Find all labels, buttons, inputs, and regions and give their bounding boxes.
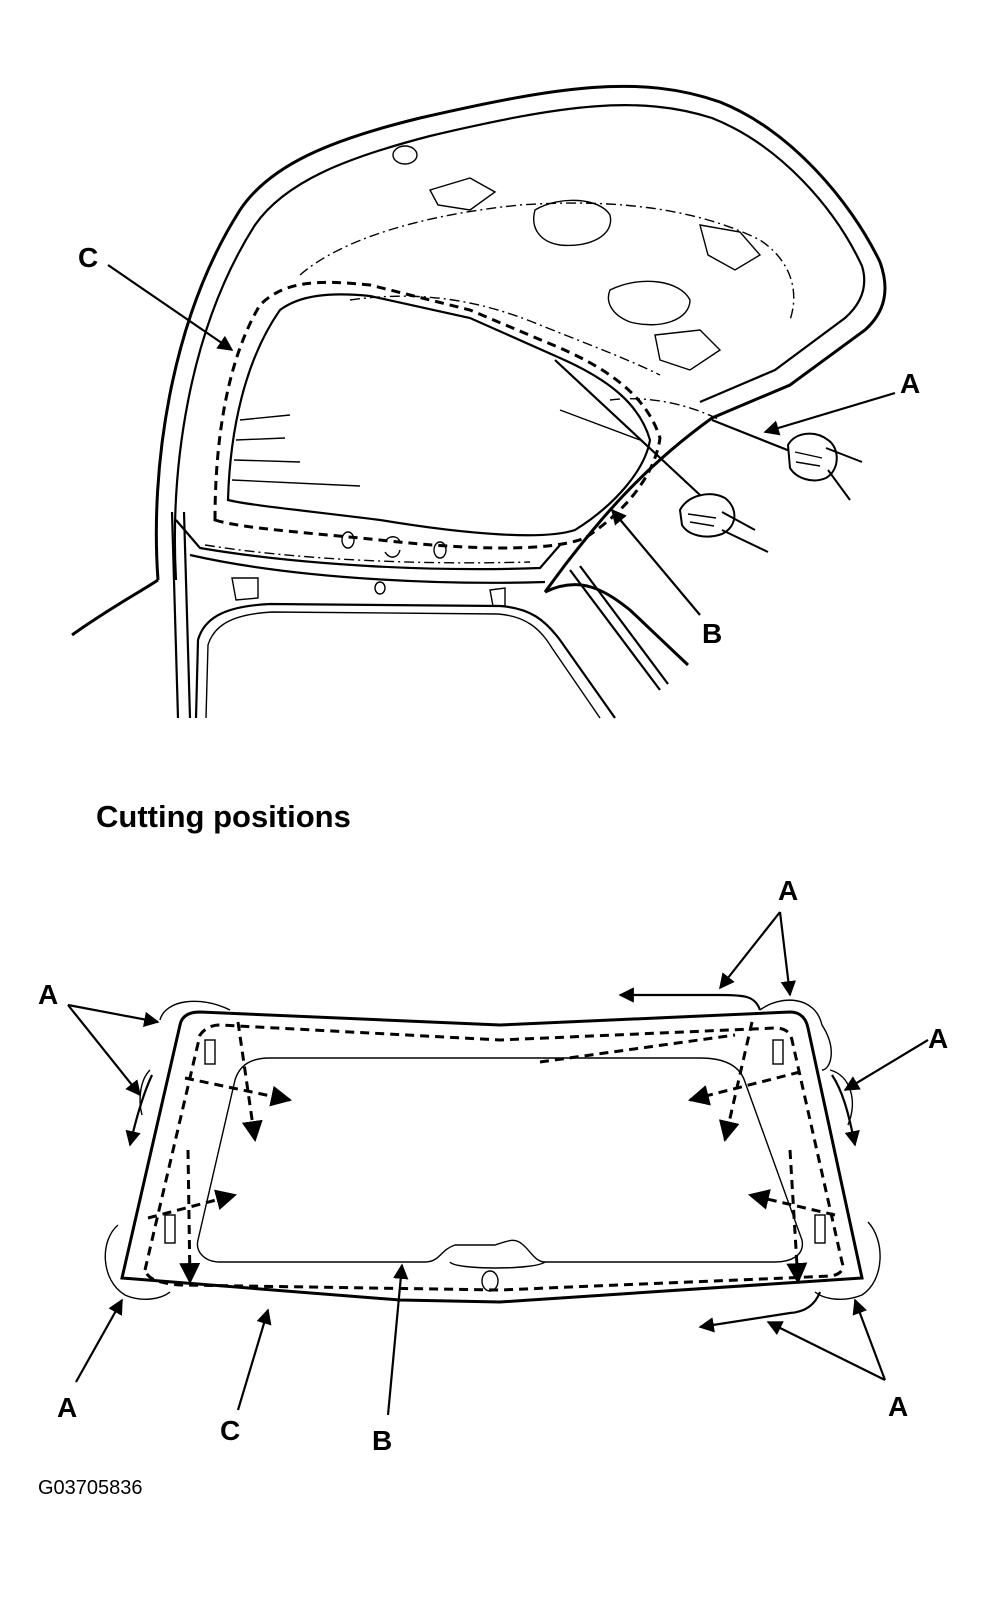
callout-b-bottom: B — [372, 1425, 392, 1456]
cut-arrow-8 — [786, 1149, 808, 1285]
car-roof-curve — [71, 578, 159, 637]
gas-strut-left — [170, 511, 180, 719]
beam-hole-2 — [384, 536, 401, 558]
cutting-wire-b[interactable] — [554, 359, 701, 496]
body-pillar-right — [544, 583, 690, 667]
cargo-opening-inner — [205, 611, 601, 719]
tailgate-recess-4 — [699, 224, 762, 271]
tailgate-dashed-contour-2 — [609, 398, 721, 421]
clip-top-right — [772, 1039, 784, 1065]
glass-outline — [120, 1010, 864, 1304]
leader-a-tr-1 — [719, 911, 781, 990]
gas-strut-left-2 — [182, 511, 192, 719]
beam-clip-left — [231, 577, 259, 601]
callout-a-top-left: A — [38, 979, 58, 1010]
leader-a-bl — [75, 1298, 123, 1383]
corner-bulge-bottom-right — [814, 1221, 881, 1300]
glass-reflection-4 — [231, 479, 361, 487]
tailgate-recess-3 — [533, 199, 612, 247]
leader-a-br-2 — [766, 1321, 886, 1381]
gas-strut-right-2 — [579, 565, 669, 685]
ceramic-notch — [449, 1261, 546, 1269]
wiper-hole — [481, 1270, 499, 1292]
rear-glass-opening — [226, 293, 652, 537]
cut-arrow-5 — [687, 1070, 801, 1106]
tailgate-recess-2 — [428, 177, 497, 211]
callout-a-top: A — [900, 368, 920, 399]
callout-c-bottom: C — [220, 1415, 240, 1446]
leader-a-br-1 — [852, 1298, 887, 1381]
beam-hole-1 — [341, 531, 355, 549]
callout-c-leader — [107, 264, 234, 351]
cutting-line-top[interactable] — [213, 280, 662, 550]
callout-a-leader — [763, 391, 896, 436]
outer-arrow-bottom-right — [698, 1291, 822, 1333]
beam-hole-4 — [374, 581, 386, 595]
figure-id: G03705836 — [38, 1477, 143, 1499]
clip-bottom-right — [814, 1214, 826, 1244]
outer-arrow-left — [125, 1074, 153, 1147]
glass-reflection-5 — [559, 409, 641, 441]
cut-arrow-1 — [184, 1076, 293, 1107]
cut-arrow-6 — [718, 1021, 754, 1143]
cut-arrow-2 — [236, 1021, 263, 1143]
leader-b — [386, 1263, 409, 1416]
callout-a-bottom-right: A — [888, 1391, 908, 1422]
callout-b-top: B — [702, 618, 722, 649]
cutting-wire-a[interactable] — [711, 418, 801, 457]
window-frame-edge — [204, 544, 531, 564]
callout-b-leader — [611, 508, 701, 616]
hand-a — [786, 432, 863, 501]
tailgate-illustration: C A B — [71, 84, 920, 719]
hand-b — [678, 493, 769, 553]
outer-arrow-top-right — [618, 987, 762, 1011]
corner-bulge-top-right — [759, 999, 832, 1071]
tailgate-outer-panel — [154, 84, 887, 593]
leader-a-tl-2 — [67, 1004, 141, 1097]
glass-reflection-2 — [235, 437, 286, 441]
clip-top-left — [204, 1039, 216, 1065]
tailgate-recess-5 — [607, 280, 691, 326]
clip-bottom-left — [164, 1214, 176, 1244]
small-dash-line — [539, 1033, 736, 1064]
leader-c — [236, 1308, 272, 1411]
corner-bulge-top-left — [159, 1000, 231, 1021]
cutting-positions-diagram: A A A A A C B — [38, 875, 948, 1456]
beam-clip-right — [489, 587, 506, 607]
callout-a-top-right: A — [778, 875, 798, 906]
callout-a-right: A — [928, 1023, 948, 1054]
tailgate-dashed-contour — [349, 295, 661, 376]
leader-a-tr-2 — [778, 911, 796, 997]
glass-reflection-3 — [233, 459, 301, 463]
leader-a-right — [843, 1039, 929, 1091]
callout-a-bottom-left: A — [57, 1392, 77, 1423]
outer-arrow-right — [831, 1074, 860, 1147]
tailgate-recess-1 — [299, 202, 795, 321]
corner-bulge-bottom-left — [104, 1224, 171, 1300]
tailgate-recess-6 — [654, 329, 722, 371]
tailgate-inner-edge — [173, 104, 866, 581]
cargo-opening — [194, 602, 616, 719]
ceramic-band — [196, 1057, 804, 1263]
gas-strut-right — [569, 569, 661, 691]
glass-reflection-1 — [239, 414, 291, 421]
section-heading: Cutting positions — [96, 799, 351, 834]
cutting-line-bottom[interactable] — [143, 1023, 845, 1292]
tailgate-bump — [392, 145, 418, 165]
leader-a-tl-1 — [67, 1003, 160, 1027]
tailgate-lower-beam-2 — [189, 553, 546, 584]
beam-hole-3 — [433, 541, 447, 559]
cut-arrow-4 — [179, 1149, 201, 1285]
callout-c-top: C — [78, 242, 98, 273]
tailgate-lower-beam — [175, 519, 561, 571]
